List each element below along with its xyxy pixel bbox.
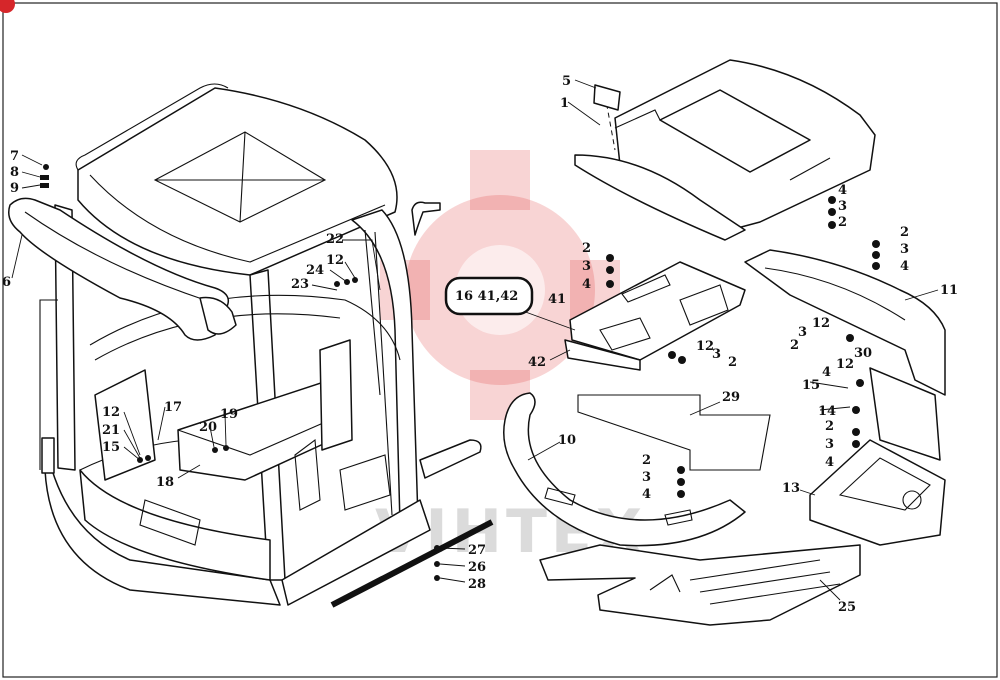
part-5-lamp: [593, 84, 621, 111]
side-panel-left: [94, 369, 156, 481]
label-7: 7: [10, 149, 19, 164]
label-28: 28: [468, 577, 486, 592]
seat-box: [177, 379, 333, 481]
label-41: 41: [548, 292, 566, 307]
label-4a: 4: [838, 183, 847, 198]
part-25-floor-plate: [539, 544, 861, 626]
label-1: 1: [560, 96, 569, 111]
label-14: 14: [818, 404, 836, 419]
cab-floor-edge: [281, 499, 431, 606]
label-3f: 3: [825, 437, 834, 452]
roof-liner-edge: [574, 154, 746, 241]
label-12d: 12: [812, 316, 830, 331]
rear-pillar: [351, 209, 419, 526]
floor-strip: [330, 519, 494, 608]
label-3g: 3: [642, 470, 651, 485]
label-3b: 3: [582, 259, 591, 274]
fasteners-cab: [40, 164, 440, 581]
label-4c: 4: [900, 259, 909, 274]
label-9: 9: [10, 181, 19, 196]
callout-16-41-42: 16 41,42: [444, 276, 534, 316]
label-2e: 2: [790, 338, 799, 353]
part-6-front-bar: [8, 197, 237, 341]
label-12c: 12: [696, 339, 714, 354]
label-12a: 12: [326, 253, 344, 268]
label-2g: 2: [642, 453, 651, 468]
part-30-panel: [869, 367, 941, 461]
label-25: 25: [838, 600, 856, 615]
label-4e: 4: [822, 365, 831, 380]
label-27: 27: [468, 543, 486, 558]
label-42: 42: [528, 355, 546, 370]
cab-roof: [77, 87, 398, 276]
label-6: 6: [2, 275, 11, 290]
label-29: 29: [722, 390, 740, 405]
part-10-handle-rail: [503, 392, 746, 547]
label-8: 8: [10, 165, 19, 180]
part-11-rear-trim: [744, 249, 946, 396]
svg-text:16 41,42: 16 41,42: [455, 289, 518, 304]
label-22: 22: [326, 232, 344, 247]
label-13: 13: [782, 481, 800, 496]
label-24: 24: [306, 263, 324, 278]
label-4f: 4: [825, 455, 834, 470]
label-15a: 15: [102, 440, 120, 455]
label-3e: 3: [798, 325, 807, 340]
corner-marker: [0, 0, 15, 13]
label-2b: 2: [582, 241, 591, 256]
leader-lines: [11, 79, 939, 601]
label-3c: 3: [900, 242, 909, 257]
label-2d: 2: [728, 355, 737, 370]
label-26: 26: [468, 560, 486, 575]
part-29-mat: [577, 394, 771, 471]
cab-lower-body: [44, 439, 281, 606]
label-5: 5: [562, 74, 571, 89]
label-2f: 2: [825, 419, 834, 434]
label-12b: 12: [102, 405, 120, 420]
part-1-roof-liner: [574, 59, 876, 241]
label-30: 30: [854, 346, 872, 361]
label-4b: 4: [582, 277, 591, 292]
part-13-tray: [809, 439, 946, 546]
fasteners-right: [606, 196, 880, 498]
label-23: 23: [291, 277, 309, 292]
cab-frame-assembly: [39, 83, 494, 608]
label-11: 11: [940, 283, 958, 298]
label-18: 18: [156, 475, 174, 490]
label-2c: 2: [900, 225, 909, 240]
label-20: 20: [199, 420, 217, 435]
label-10: 10: [558, 433, 576, 448]
part-41-console: [569, 261, 746, 361]
label-3d: 3: [712, 347, 721, 362]
label-17: 17: [164, 400, 182, 415]
door-handle-bar: [419, 439, 482, 479]
label-15b: 15: [802, 378, 820, 393]
label-2a: 2: [838, 215, 847, 230]
label-4g: 4: [642, 487, 651, 502]
label-21: 21: [102, 423, 120, 438]
front-left-pillar: [54, 204, 76, 471]
roof-liner-panel: [659, 89, 811, 173]
label-19: 19: [220, 407, 238, 422]
label-12e: 12: [836, 357, 854, 372]
part-labels: 7 8 9 6 22 12 24 23 12 21 15 17 19 20 18…: [2, 74, 958, 615]
label-3a: 3: [838, 199, 847, 214]
